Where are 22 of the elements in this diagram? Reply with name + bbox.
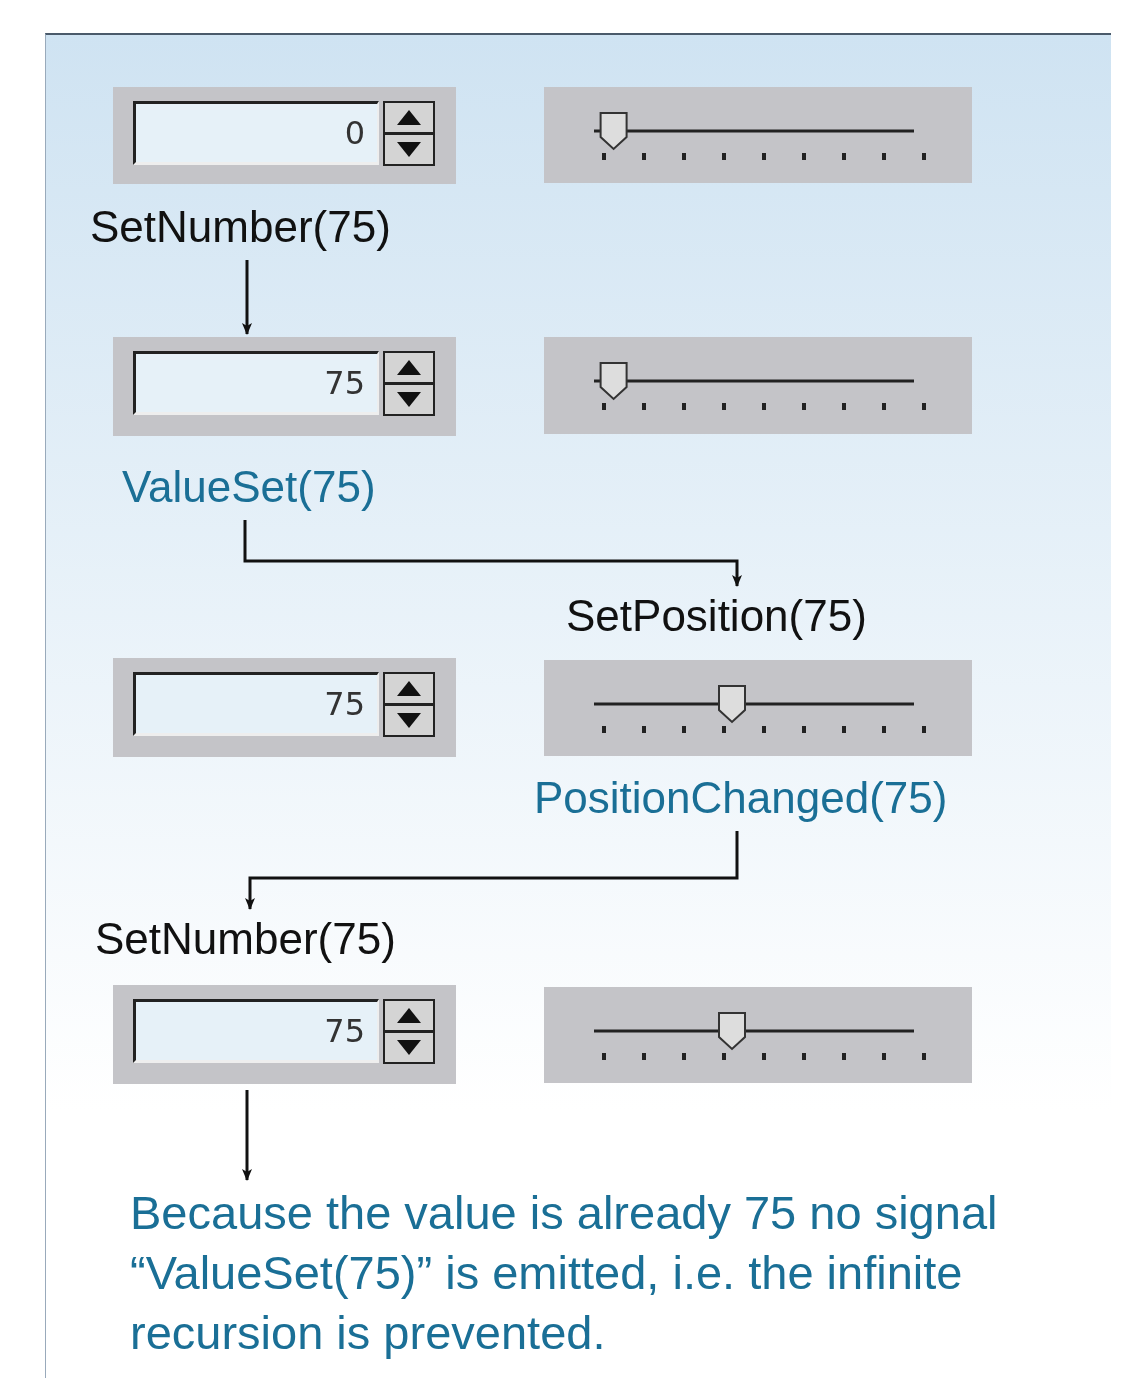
spin-box xyxy=(113,658,456,757)
signal-label: PositionChanged(75) xyxy=(534,771,1074,825)
arrow xyxy=(242,260,252,335)
slider xyxy=(544,87,972,183)
arrow xyxy=(243,520,742,587)
spin-box xyxy=(113,87,456,184)
note-text: Because the value is already 75 no signal “ValueSet(75)” is emitted, i.e. the infinite recursion is prevented. xyxy=(130,1183,1030,1363)
spin-box xyxy=(113,985,456,1084)
slider xyxy=(544,987,972,1083)
signal-label: ValueSet(75) xyxy=(122,460,462,514)
arrow xyxy=(245,831,739,910)
input-field: 75 xyxy=(133,999,379,1063)
input-field: 75 xyxy=(133,351,379,415)
slider xyxy=(544,337,972,434)
input-field: 75 xyxy=(133,672,379,736)
arrow xyxy=(242,1090,252,1181)
signal-label: SetNumber(75) xyxy=(95,912,495,966)
spin-box xyxy=(113,337,456,436)
signal-label: SetNumber(75) xyxy=(90,200,490,254)
input-field: 0 xyxy=(133,101,379,165)
slider xyxy=(544,660,972,756)
signal-label: SetPosition(75) xyxy=(566,589,961,643)
